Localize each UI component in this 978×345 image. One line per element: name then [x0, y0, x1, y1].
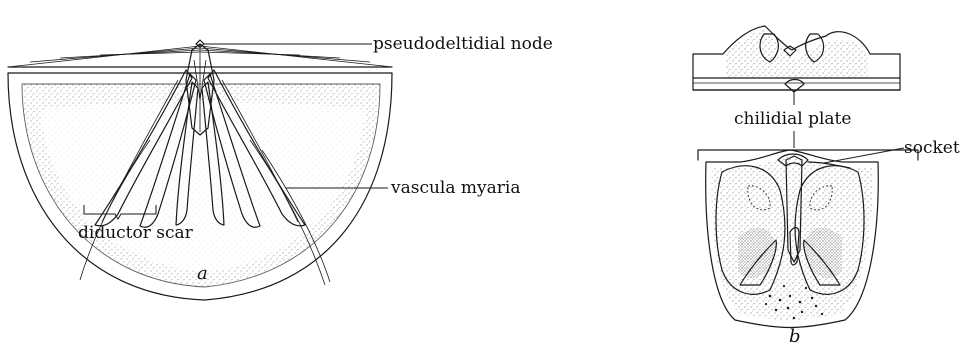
label-socket: socket: [904, 138, 960, 158]
panel-letter-b: b: [789, 326, 801, 345]
label-pseudodeltidial-node: pseudodeltidial node: [373, 34, 553, 54]
cardinal-area-view: [693, 26, 900, 105]
label-vascula-myaria: vascula myaria: [390, 178, 520, 198]
label-chilidial-plate: chilidial plate: [734, 109, 851, 129]
panel-letter-a: a: [197, 263, 208, 284]
figure-a-valve-interior: pseudodeltidial node vascula myaria didu…: [8, 34, 553, 300]
brachial-interior-view: [698, 131, 918, 328]
label-diductor-scar: diductor scar: [78, 223, 194, 243]
figure-b-brachial-valve: chilidial plate: [693, 26, 960, 345]
